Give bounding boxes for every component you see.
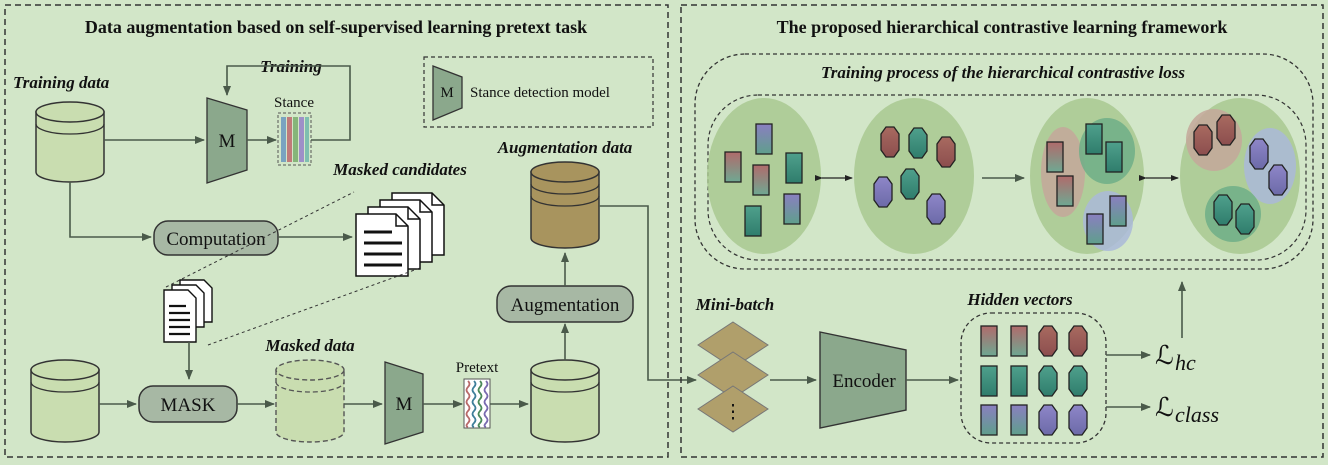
svg-text:M: M xyxy=(396,394,413,415)
hidden-vectors-grid xyxy=(960,312,1107,444)
training-process-box xyxy=(694,53,1314,270)
pretext-vectors xyxy=(463,378,491,429)
encoder-block xyxy=(819,331,907,429)
svg-text:Encoder: Encoder xyxy=(832,371,896,392)
loss-class: ℒ class xyxy=(1155,393,1219,427)
stance-label: Stance xyxy=(274,95,314,111)
mini-batch-label: Mini-batch xyxy=(695,295,774,314)
mini-batch-ellipsis: ⋮ xyxy=(724,402,743,423)
cluster-octagons-grouped xyxy=(1180,98,1300,254)
training-data-label: Training data xyxy=(13,73,110,92)
svg-text:class: class xyxy=(1175,402,1219,427)
masked-data-label: Masked data xyxy=(264,336,355,355)
legend-model-icon xyxy=(432,65,463,121)
augmentation-data-label: Augmentation data xyxy=(497,138,633,157)
legend-label: Stance detection model xyxy=(470,85,610,101)
svg-text:Computation: Computation xyxy=(166,229,266,250)
training-process-label: Training process of the hierarchical con… xyxy=(821,63,1185,82)
cluster-rects xyxy=(707,98,821,254)
training-data-cylinder xyxy=(35,101,105,183)
stance-vectors xyxy=(277,112,312,166)
stance-model-bottom xyxy=(384,361,424,445)
svg-text:MASK: MASK xyxy=(161,395,216,416)
masked-data-cylinder xyxy=(275,359,345,443)
right-panel-title: The proposed hierarchical contrastive le… xyxy=(777,17,1228,37)
svg-text:ℒ: ℒ xyxy=(1155,341,1174,370)
left-panel-title: Data augmentation based on self-supervis… xyxy=(85,17,587,37)
svg-text:M: M xyxy=(219,131,236,152)
pretext-label: Pretext xyxy=(456,360,499,376)
legend: M Stance detection model xyxy=(423,56,654,128)
loss-hc: ℒ hc xyxy=(1155,341,1196,375)
cluster-octagons xyxy=(854,98,974,254)
cluster-rects-grouped xyxy=(1030,98,1144,254)
hidden-vectors-label: Hidden vectors xyxy=(966,290,1073,309)
mini-batch-stack: ⋮ xyxy=(697,321,769,433)
svg-text:hc: hc xyxy=(1175,350,1196,375)
svg-text:M: M xyxy=(440,85,453,101)
stance-model-top xyxy=(206,97,248,184)
small-docs xyxy=(163,279,213,343)
svg-text:ℒ: ℒ xyxy=(1155,393,1174,422)
right-panel-border xyxy=(680,4,1324,458)
masked-candidates-docs xyxy=(355,192,445,277)
pretext-output-cylinder xyxy=(530,359,600,443)
augmentation-data-cylinder xyxy=(530,161,600,249)
svg-text:Augmentation: Augmentation xyxy=(511,295,620,316)
masked-candidates-label: Masked candidates xyxy=(332,160,467,179)
raw-data-cylinder xyxy=(30,359,100,443)
left-panel-border xyxy=(4,4,669,458)
